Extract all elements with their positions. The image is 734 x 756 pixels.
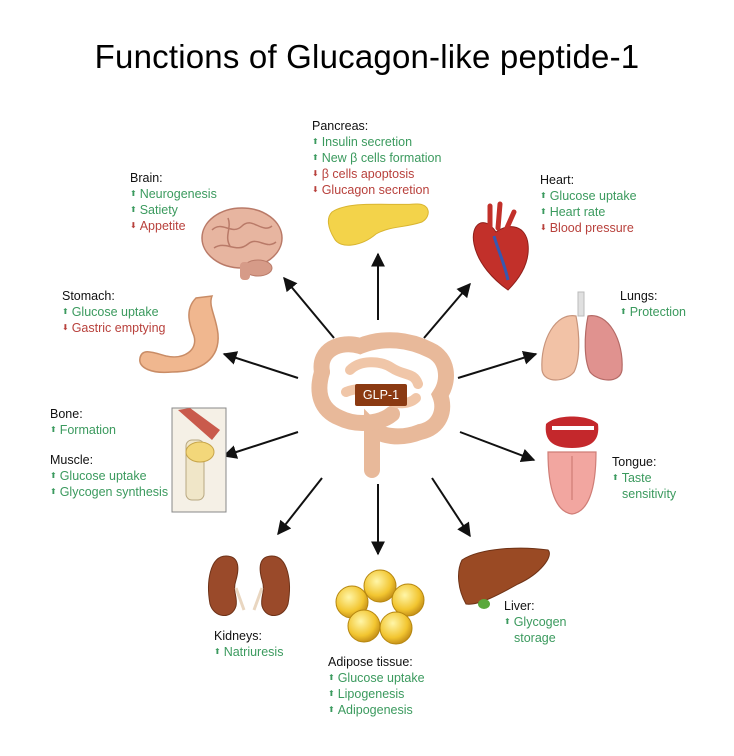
arrow-to-stomach [222, 351, 299, 379]
tongue-name: Tongue: [612, 455, 657, 469]
arrow-to-kidneys [277, 477, 323, 536]
effect-text: Insulin secretion [312, 134, 441, 150]
heart-label: Heart: Glucose uptake Heart rate Blood p… [540, 172, 637, 236]
stomach-name: Stomach: [62, 289, 115, 303]
muscle-label: Muscle: Glucose uptake Glycogen synthesi… [50, 452, 168, 500]
effect-text: Glycogen synthesis [50, 484, 168, 500]
kidneys-label: Kidneys: Natriuresis [214, 628, 283, 660]
page-title: Functions of Glucagon-like peptide-1 [94, 38, 640, 75]
effect-text: Blood pressure [540, 220, 637, 236]
effect-text: Glucose uptake [540, 188, 637, 204]
effect-text: Glucose uptake [328, 670, 425, 686]
effect-text-continued: sensitivity [622, 487, 677, 501]
heart-name: Heart: [540, 173, 575, 187]
heart-icon [472, 201, 529, 291]
effect-text: Appetite [130, 218, 217, 234]
adipose-icon [335, 569, 425, 645]
arrow-to-liver [431, 477, 471, 538]
effect-text: Lipogenesis [328, 686, 425, 702]
arrows [222, 252, 538, 556]
stomach-label: Stomach: Glucose uptake Gastric emptying [62, 288, 165, 336]
bone-name: Bone: [50, 407, 83, 421]
effect-text-continued: storage [514, 631, 556, 645]
knee-icon [171, 407, 227, 513]
lungs-label: Lungs: Protection [620, 288, 686, 320]
effect-text: Glucose uptake [62, 304, 165, 320]
arrow-to-heart [423, 282, 471, 339]
adipose-name: Adipose tissue: [328, 655, 413, 669]
lungs-icon [541, 291, 623, 381]
effect-text: Neurogenesis [130, 186, 217, 202]
effect-text: Formation [50, 422, 116, 438]
effect-text: Adipogenesis [328, 702, 425, 718]
bone-label: Bone: Formation [50, 406, 116, 438]
muscle-name: Muscle: [50, 453, 94, 467]
pancreas-icon [327, 203, 429, 246]
adipose-label: Adipose tissue: Glucose uptake Lipogenes… [328, 654, 425, 718]
effect-text: Satiety [130, 202, 217, 218]
liver-name: Liver: [504, 599, 535, 613]
effect-text: New β cells formation [312, 150, 442, 166]
effect-text: Taste [612, 470, 676, 486]
arrow-to-bone [222, 431, 299, 459]
kidneys-name: Kidneys: [214, 629, 262, 643]
pancreas-name: Pancreas: [312, 119, 369, 133]
tongue-icon [545, 416, 599, 515]
liver-label: Liver: Glycogen storage [504, 598, 567, 646]
lungs-name: Lungs: [620, 289, 658, 303]
pancreas-label: Pancreas: Insulin secretion New β cells … [312, 118, 441, 198]
effect-text: Heart rate [540, 204, 637, 220]
effect-text: β cells apoptosis [312, 166, 441, 182]
liver-icon [458, 547, 550, 609]
stomach-icon [139, 295, 219, 374]
effect-text: Protection [620, 304, 686, 320]
effect-text: Glycogen [504, 614, 567, 630]
effect-text: Natriuresis [214, 644, 284, 660]
tongue-label: Tongue: Taste sensitivity [612, 454, 676, 502]
arrow-to-tongue [459, 431, 536, 463]
brain-label: Brain: Neurogenesis Satiety Appetite [130, 170, 217, 234]
effect-text: Gastric emptying [62, 320, 166, 336]
arrow-to-lungs [457, 351, 538, 379]
glp1-center-label: GLP-1 [355, 384, 407, 406]
brain-name: Brain: [130, 171, 163, 185]
kidneys-icon [208, 555, 290, 616]
effect-text: Glucagon secretion [312, 182, 441, 198]
brain-icon [201, 207, 283, 280]
effect-text: Glucose uptake [50, 468, 168, 484]
arrow-to-brain [283, 276, 335, 339]
